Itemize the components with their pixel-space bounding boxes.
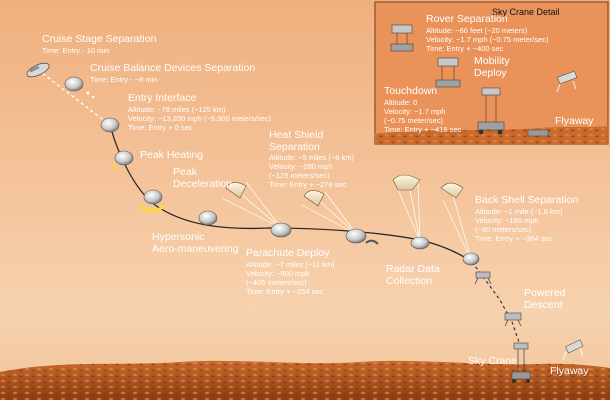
cruise-stage-separation-label: Cruise Stage Separation Time: Entry - 10…: [42, 34, 156, 55]
heat-shield-detail-4: Time: Entry + ~278 sec: [269, 180, 347, 189]
entry-interface-line-2: Velocity: ~13,200 mph (~5,900 meters/sec…: [128, 113, 271, 123]
peak-deceleration-line-2: Deceleration: [173, 177, 232, 190]
parachute-deploy-label: Parachute Deploy Altitude: ~7 miles (~11…: [246, 248, 335, 296]
powered-descent-icon: [474, 271, 492, 285]
radar-data-label: Radar Data Collection: [386, 264, 440, 287]
entry-interface-label: Entry Interface Altitude: ~78 miles (~12…: [128, 93, 271, 132]
radar-data-line-2: Collection: [386, 274, 433, 287]
hypersonic-capsule-icon: [198, 210, 218, 226]
heat-shield-line-2: Separation: [269, 140, 320, 153]
rover-separation-label: Rover Separation Altitude: ~66 feet (~20…: [426, 14, 549, 53]
back-shell-line-4: Time: Entry + ~364 sec: [475, 233, 553, 243]
peak-deceleration-line-1: Peak: [173, 166, 197, 178]
heat-shield-line-1: Heat Shield: [269, 129, 324, 141]
heat-shield-separation-icon: [301, 190, 379, 245]
back-shell-title: Back Shell Separation: [475, 194, 579, 206]
inset-flyaway-label: Flyaway: [555, 116, 594, 128]
peak-heating-title: Peak Heating: [140, 149, 204, 161]
entry-capsule-icon: [100, 117, 120, 133]
flyaway-icon: [562, 339, 584, 361]
rover-separation-line-2: Velocity: ~1.7 mph (~0.75 meter/sec): [426, 34, 549, 44]
radar-collection-icon: [392, 174, 430, 250]
powered-descent-line-2: Descent: [524, 298, 563, 311]
mobility-deploy-line-1: Mobility: [474, 55, 510, 67]
flyaway-title: Flyaway: [550, 365, 589, 377]
heat-shield-detail-1: Altitude: ~5 miles (~8 km): [269, 153, 355, 162]
parachute-deploy-line-4: Time: Entry + ~254 sec: [246, 286, 324, 296]
heat-shield-detail-2: Velocity: ~280 mph: [269, 162, 333, 171]
powered-descent-stage-icon: [504, 312, 522, 327]
inset-flyaway-title: Flyaway: [555, 115, 594, 127]
hypersonic-line-2: Aero-maneuvering: [152, 242, 239, 255]
cruise-stage-icon: [26, 62, 50, 78]
heat-shield-detail-3: (~125 meters/sec): [269, 171, 330, 180]
radar-data-line-1: Radar Data: [386, 263, 440, 275]
cruise-stage-separation-time: Time: Entry - 10 min: [42, 45, 110, 55]
parachute-deploy-line-2: Velocity: ~900 mph: [246, 268, 310, 278]
inset-title: Sky Crane Detail: [492, 7, 560, 17]
inset-touchdown-icon: [477, 87, 505, 135]
mars-ground-texture: [0, 360, 610, 400]
peak-deceleration-capsule-icon: [139, 189, 165, 213]
back-shell-line-3: (~80 meters/sec): [475, 224, 532, 234]
cruise-balance-title: Cruise Balance Devices Separation: [90, 62, 256, 74]
hypersonic-label: Hypersonic Aero-maneuvering: [152, 232, 238, 255]
rover-separation-line-1: Altitude: ~66 feet (~20 meters): [426, 25, 528, 35]
touchdown-line-2: Velocity: ~1.7 mph: [384, 106, 446, 116]
parachute-deploy-line-1: Altitude: ~7 miles (~11 km): [246, 259, 335, 269]
inset-flyaway-icon: [527, 70, 578, 137]
mobility-deploy-label: Mobility Deploy: [474, 56, 510, 79]
back-shell-separation-icon: [440, 182, 480, 266]
entry-interface-line-3: Time: Entry + 0 sec: [128, 122, 193, 132]
parachute-deploy-line-3: (~405 meters/sec): [246, 277, 307, 287]
back-shell-label: Back Shell Separation Altitude: ~1 mile …: [475, 195, 578, 243]
entry-interface-line-1: Altitude: ~78 miles (~125 km): [128, 104, 226, 114]
powered-descent-line-1: Powered: [524, 287, 566, 299]
peak-heating-label: Peak Heating: [140, 150, 203, 162]
sky-crane-icon: [511, 342, 531, 383]
sky-crane-label: Sky Crane: [468, 356, 517, 368]
powered-descent-label: Powered Descent: [524, 288, 565, 311]
back-shell-line-1: Altitude: ~1 mile (~1.6 km): [475, 206, 563, 216]
cruise-balance-time: Time: Entry - ~8 min: [90, 74, 158, 84]
rover-separation-title: Rover Separation: [426, 13, 508, 25]
touchdown-line-1: Altitude: 0: [384, 97, 418, 107]
heat-shield-label: Heat Shield Separation Altitude: ~5 mile…: [269, 130, 354, 189]
hypersonic-line-1: Hypersonic: [152, 231, 205, 243]
peak-heating-capsule-icon: [113, 150, 134, 171]
touchdown-line-4: Time: Entry + ~416 sec: [384, 124, 462, 134]
flyaway-label: Flyaway: [550, 366, 589, 378]
cruise-stage-separation-title: Cruise Stage Separation: [42, 33, 157, 45]
mobility-deploy-line-2: Deploy: [474, 66, 507, 79]
parachute-deploy-title: Parachute Deploy: [246, 247, 330, 259]
touchdown-title: Touchdown: [384, 85, 438, 97]
touchdown-label: Touchdown Altitude: 0 Velocity: ~1.7 mph…: [384, 86, 461, 134]
back-shell-line-2: Velocity: ~180 mph: [475, 215, 539, 225]
sky-crane-detail-inset: [374, 1, 609, 145]
parachute-deploy-icon: [221, 181, 292, 238]
inset-rover-separation-icon: [390, 24, 414, 52]
entry-interface-title: Entry Interface: [128, 92, 197, 104]
touchdown-line-3: (~0.75 meter/sec): [384, 115, 443, 125]
cruise-balance-capsule-icon: [64, 76, 95, 99]
rover-separation-line-3: Time: Entry + ~400 sec: [426, 43, 504, 53]
inset-mobility-deploy-icon: [435, 57, 461, 88]
cruise-balance-label: Cruise Balance Devices Separation Time: …: [90, 63, 255, 84]
peak-deceleration-label: Peak Deceleration: [173, 167, 232, 190]
sky-crane-title: Sky Crane: [468, 355, 518, 367]
